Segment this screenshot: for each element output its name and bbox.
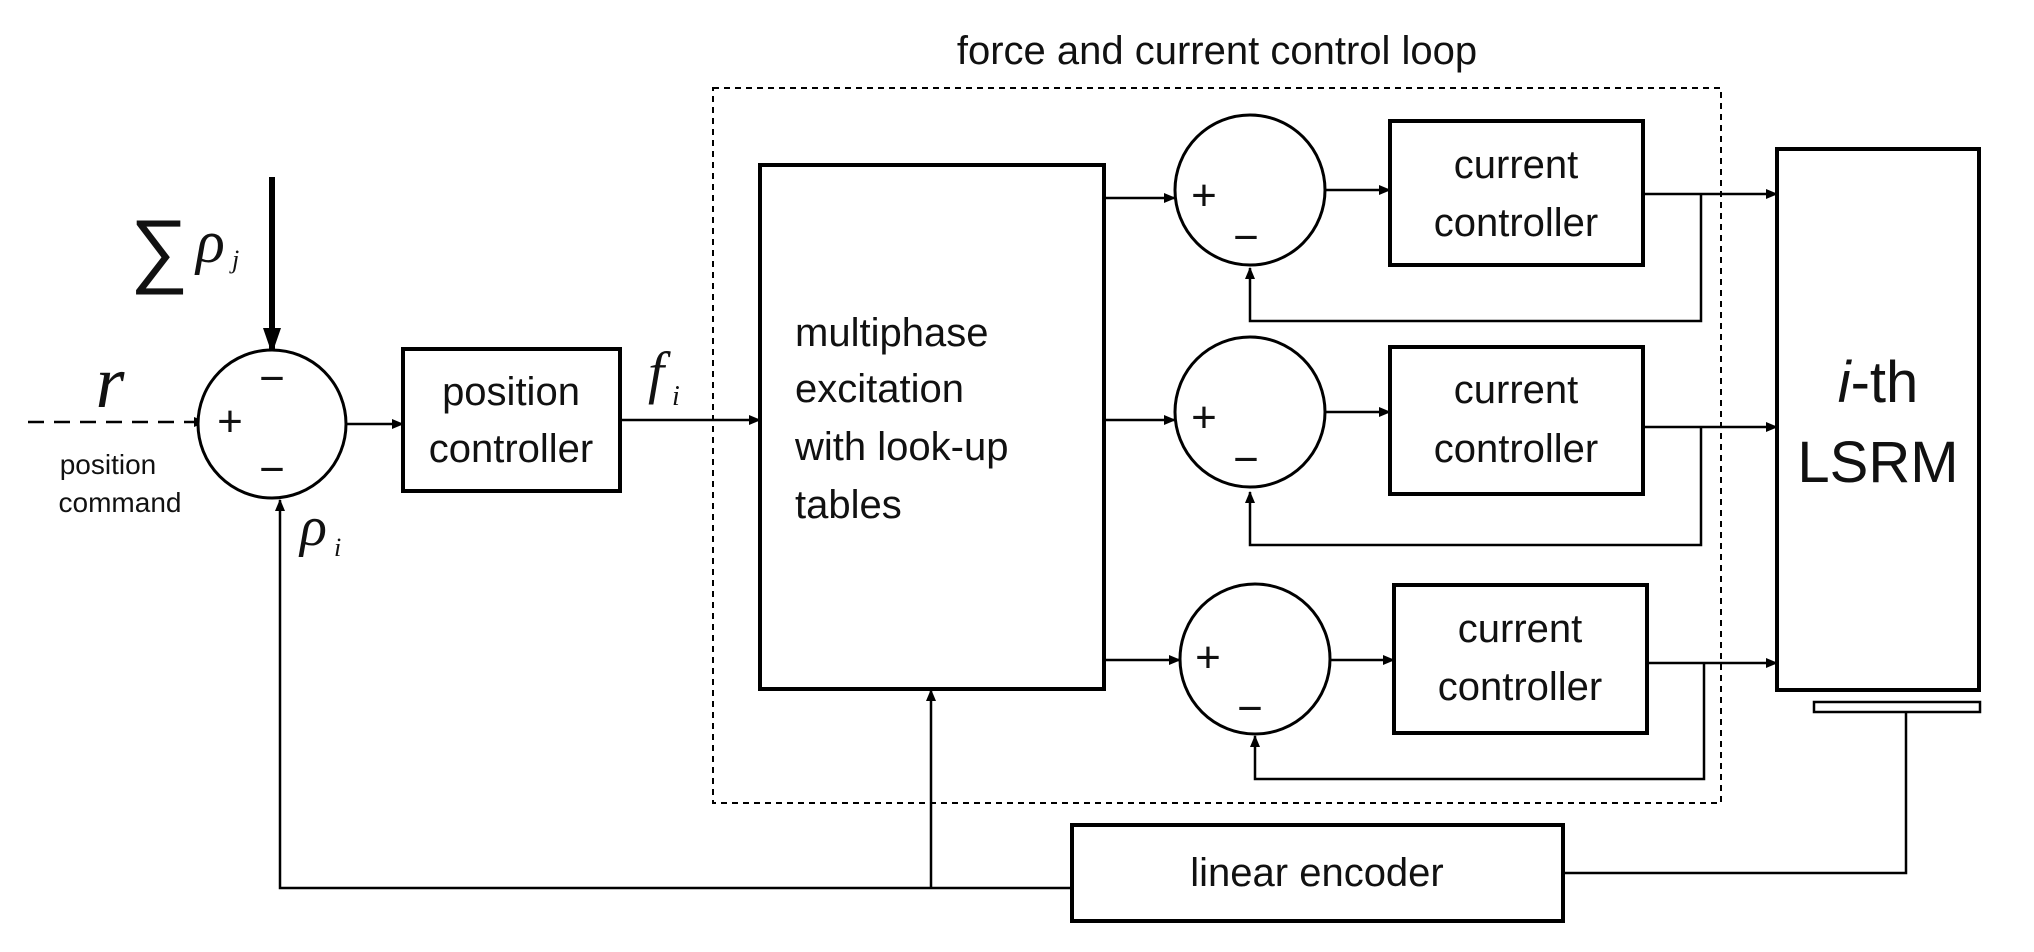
multiphase-label-2: excitation xyxy=(795,367,964,411)
phase2-plus: + xyxy=(1191,393,1217,442)
current-controller-3-label-2: controller xyxy=(1438,665,1603,709)
linear-encoder-label: linear encoder xyxy=(1190,851,1444,895)
multiphase-excitation-block xyxy=(758,163,1106,691)
position-controller-label-2: controller xyxy=(429,427,594,471)
current-controller-1-label-1: current xyxy=(1454,143,1579,187)
phase2-current-feedback xyxy=(1245,427,1703,547)
position-controller-label-1: position xyxy=(442,370,580,414)
position-feedback-line xyxy=(275,499,1072,890)
linear-encoder-block xyxy=(1070,823,1565,923)
position-controller-block xyxy=(401,347,622,493)
phase1-current-feedback xyxy=(1245,194,1703,323)
lsrm-motor-block xyxy=(1775,147,1981,692)
phase3-current-feedback xyxy=(1250,663,1706,781)
current-controller-2-block xyxy=(1388,345,1645,496)
encoder-sensor-line xyxy=(1563,712,1908,875)
sum1-minus-bottom: − xyxy=(259,445,285,494)
encoder-scale-strip xyxy=(1812,700,1982,714)
multiphase-label-1: multiphase xyxy=(795,311,988,355)
loop-title: force and current control loop xyxy=(957,29,1477,73)
phase1-minus: − xyxy=(1233,213,1259,262)
current-controller-2-label-1: current xyxy=(1454,368,1579,412)
current-controller-3-label-1: current xyxy=(1458,607,1583,651)
disturbance-sum-symbol: ∑ xyxy=(130,204,188,295)
current-controller-2-label-2: controller xyxy=(1434,427,1599,471)
position-command-label-1: position xyxy=(60,449,157,480)
force-current-loop-boundary xyxy=(712,87,1722,804)
current-controller-1-label-2: controller xyxy=(1434,201,1599,245)
lsrm-index: i xyxy=(1838,350,1853,415)
phase3-minus: − xyxy=(1237,684,1263,733)
position-command-label-2: command xyxy=(59,487,182,518)
multiphase-label-4: tables xyxy=(795,483,902,527)
sum1-plus: + xyxy=(217,397,243,446)
phase1-plus: + xyxy=(1191,171,1217,220)
force-symbol: f xyxy=(648,340,671,405)
sum1-minus-top: − xyxy=(259,354,285,403)
feedback-subscript: i xyxy=(334,533,341,562)
multiphase-label-3: with look-up xyxy=(794,425,1008,469)
disturbance-subscript: j xyxy=(229,245,239,274)
lsrm-label-2: LSRM xyxy=(1797,430,1958,495)
feedback-rho: ρ xyxy=(298,496,327,558)
lsrm-index-suffix: -th xyxy=(1851,350,1919,415)
phase2-minus: − xyxy=(1233,435,1259,484)
phase3-plus: + xyxy=(1195,633,1221,682)
force-subscript: i xyxy=(672,381,680,412)
current-controller-3-block xyxy=(1392,583,1649,735)
input-symbol: r xyxy=(96,342,126,424)
lsrm-label-1: i-th xyxy=(1838,350,1919,415)
disturbance-rho: ρ xyxy=(194,209,225,275)
